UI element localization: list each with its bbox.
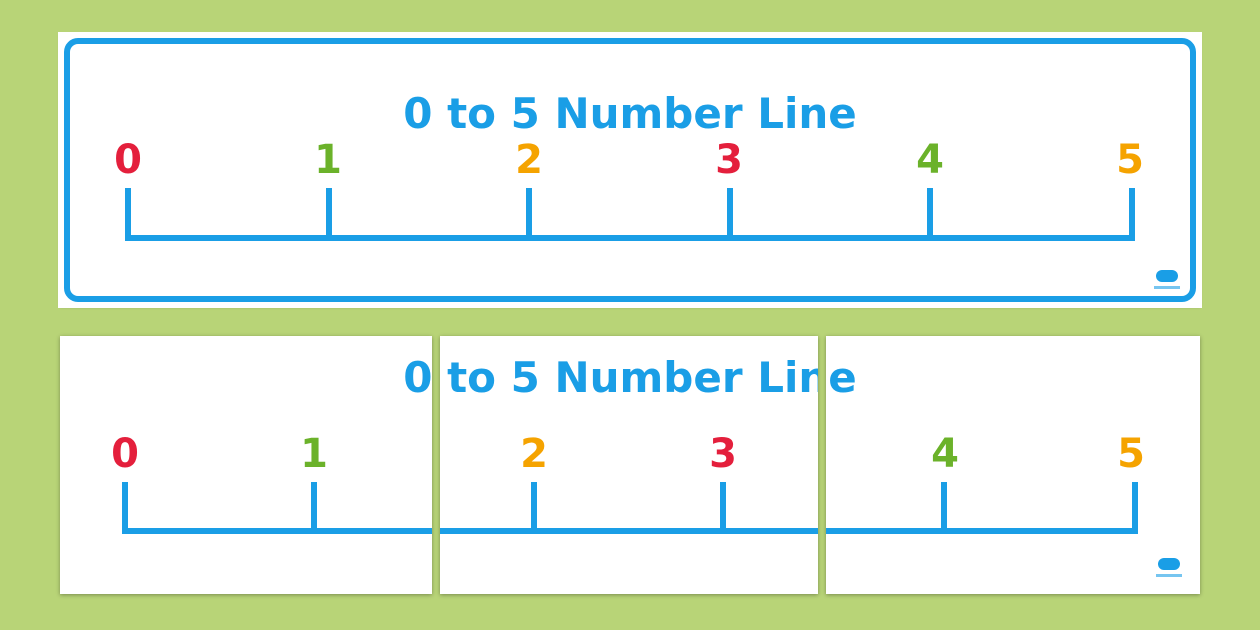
number-line-axis [125, 235, 1135, 241]
number-label-4: 4 [916, 137, 944, 183]
banner-piece-middle: 0 to 5 Number Line 2 3 [440, 336, 818, 594]
banner-title: 0 to 5 Number Line [403, 89, 857, 138]
banner-title: 0 to 5 Number Line [403, 353, 432, 402]
logo-icon [1158, 558, 1180, 570]
banner-title: 0 to 5 Number Line [826, 353, 857, 402]
number-label-3: 3 [715, 137, 743, 183]
number-label-4: 4 [931, 431, 959, 477]
banner-piece-right: 0 to 5 Number Line 4 5 [826, 336, 1200, 594]
number-label-1: 1 [314, 137, 342, 183]
tick-0 [125, 188, 131, 241]
number-label-0: 0 [111, 431, 139, 477]
tick-4 [927, 188, 933, 241]
tick-2 [531, 482, 537, 534]
number-line-banner-full: 0 to 5 Number Line 0 1 2 3 4 5 [60, 34, 1200, 306]
tick-3 [720, 482, 726, 534]
number-label-2: 2 [515, 137, 543, 183]
number-label-2: 2 [520, 431, 548, 477]
number-label-5: 5 [1116, 137, 1144, 183]
number-label-3: 3 [709, 431, 737, 477]
tick-1 [326, 188, 332, 241]
number-label-1: 1 [300, 431, 328, 477]
tick-1 [311, 482, 317, 534]
logo-icon [1156, 270, 1178, 282]
number-line-axis [122, 528, 432, 534]
tick-0 [122, 482, 128, 534]
tick-4 [941, 482, 947, 534]
tick-5 [1129, 188, 1135, 241]
tick-2 [526, 188, 532, 241]
number-line-axis [440, 528, 818, 534]
banner-border [64, 38, 1196, 302]
banner-piece-left: 0 to 5 Number Line 0 1 [60, 336, 432, 594]
tick-5 [1132, 482, 1138, 534]
number-label-0: 0 [114, 137, 142, 183]
tick-3 [727, 188, 733, 241]
number-line-axis [826, 528, 1138, 534]
banner-title: 0 to 5 Number Line [440, 353, 818, 402]
number-label-5: 5 [1117, 431, 1145, 477]
logo-caption [1154, 286, 1180, 289]
logo-caption [1156, 574, 1182, 577]
